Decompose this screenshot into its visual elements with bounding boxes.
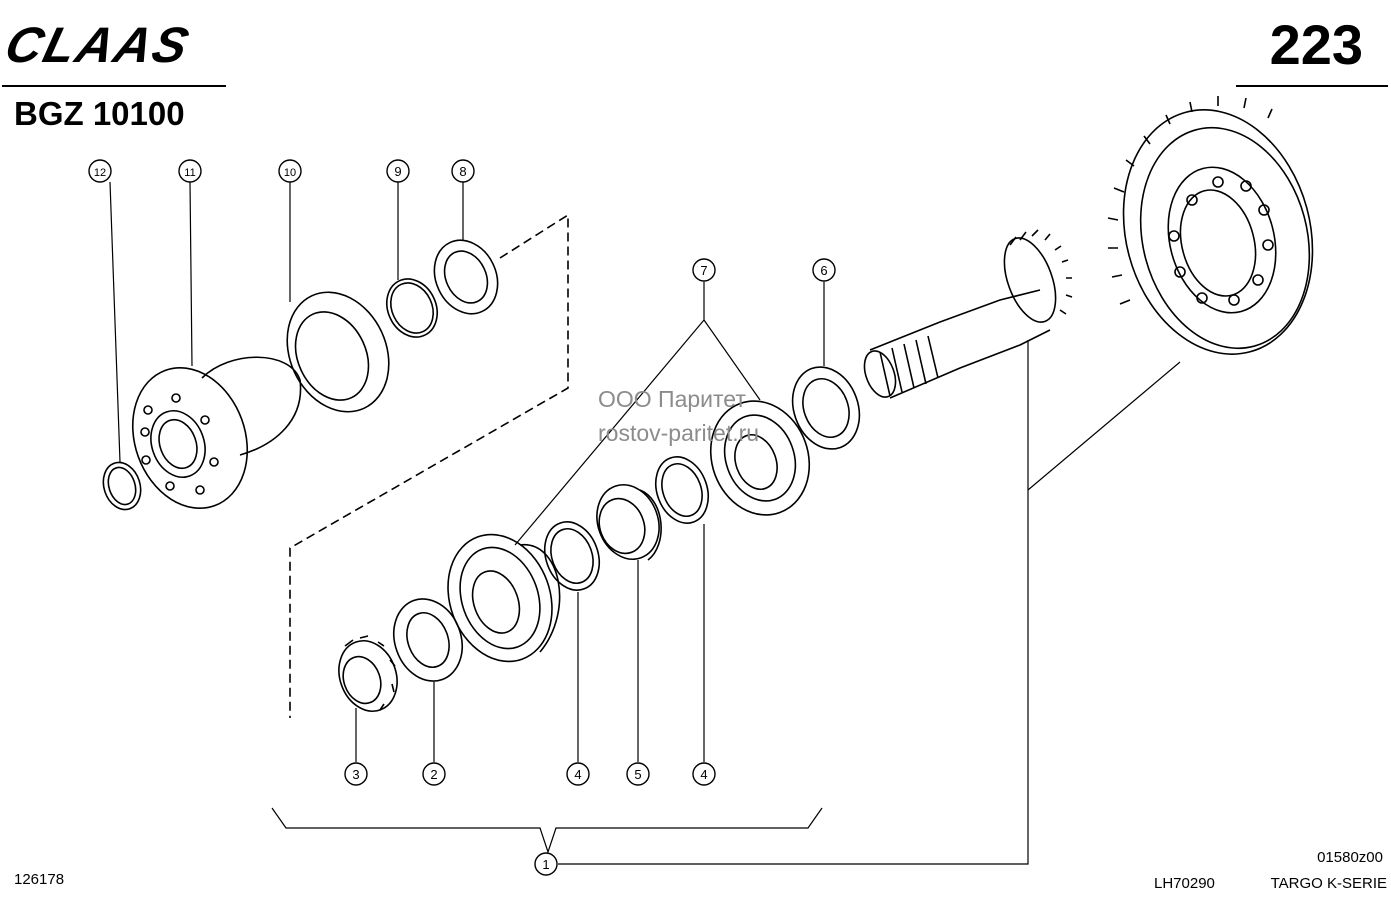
footer-left-code: 126178 xyxy=(14,871,65,888)
leader-lines xyxy=(109,181,1181,865)
callout-6: 6 xyxy=(820,263,827,278)
part-12-snap-ring xyxy=(102,461,142,511)
part-11-flange-hub xyxy=(131,356,302,510)
callout-8: 8 xyxy=(459,164,466,179)
pinion-shaft xyxy=(863,229,1073,399)
part-9-o-ring xyxy=(386,278,438,338)
part-8-shim xyxy=(433,239,499,315)
part-10-bearing-cup xyxy=(286,291,390,413)
page-number: 223 xyxy=(1269,13,1363,76)
watermark-line2: rostov-paritet.ru xyxy=(598,420,760,446)
part-3-slotted-nut xyxy=(338,635,398,712)
part-4-shim-b xyxy=(654,456,710,524)
callout-circles xyxy=(88,159,836,876)
watermark-line1: ООО Паритет xyxy=(598,386,746,412)
part-5-spacer xyxy=(596,484,662,561)
callout-2: 2 xyxy=(430,767,437,782)
callout-3: 3 xyxy=(352,767,359,782)
dashed-outline xyxy=(289,213,569,718)
callout-7: 7 xyxy=(700,263,707,278)
callout-11: 11 xyxy=(184,167,195,179)
ring-gear xyxy=(1107,96,1314,355)
footer-center-code: LH70290 xyxy=(1154,875,1215,892)
callout-4b: 4 xyxy=(700,767,707,782)
footer-series: TARGO K-SERIE xyxy=(1270,875,1387,892)
part-6-washer xyxy=(791,366,861,450)
callout-1: 1 xyxy=(542,857,549,872)
callout-4a: 4 xyxy=(574,767,581,782)
footer-right-code: 01580z00 xyxy=(1317,849,1383,866)
callout-10: 10 xyxy=(284,167,296,179)
part-7-roller-bearing xyxy=(447,400,811,663)
callout-12: 12 xyxy=(94,167,106,179)
part-4-shim-a xyxy=(543,521,601,591)
callout-9: 9 xyxy=(394,164,401,179)
brand-logo: CLAAS xyxy=(0,17,196,73)
callout-5: 5 xyxy=(634,767,641,782)
model-code: BGZ 10100 xyxy=(14,95,185,132)
